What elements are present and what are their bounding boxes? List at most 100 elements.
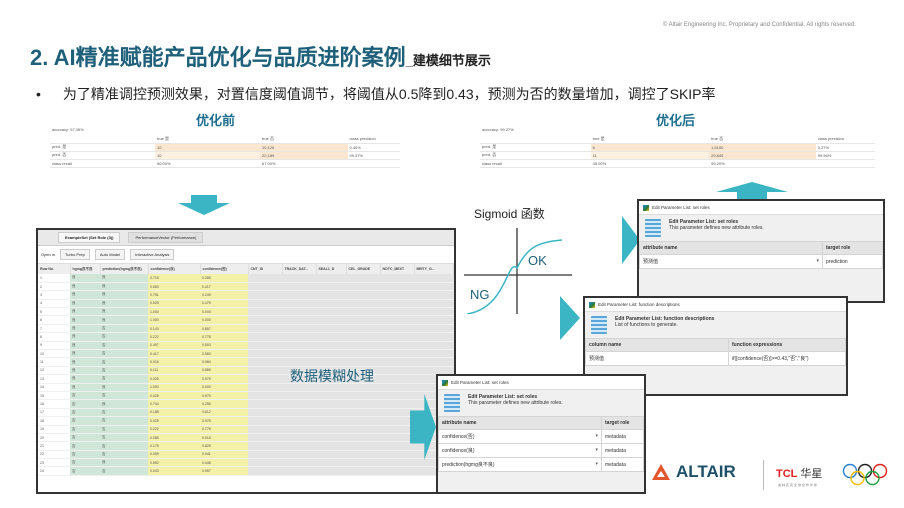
target-role-field[interactable]: metadata (601, 429, 644, 444)
attribute-name-select[interactable]: 预测值▾ (639, 254, 823, 269)
blurred-cell (346, 374, 380, 384)
attribute-name-select[interactable]: prediction(hgmg良不良)▾ (438, 457, 602, 472)
blurred-cell (346, 425, 380, 434)
blurred-cell (346, 466, 380, 476)
blurred-cell (282, 416, 316, 426)
interactive-analysis-button[interactable]: Interactive Analysis (130, 249, 175, 260)
up-arrow-icon (716, 182, 788, 200)
dialog-titlebar: Edit Parameter List: function descriptio… (585, 298, 846, 312)
blurred-cell (414, 366, 454, 376)
turbo-prep-button[interactable]: Turbo Prep (60, 249, 90, 260)
table-row: prediction(hgmg良不良)▾ metadata (438, 457, 644, 472)
tab-exampleset[interactable]: ExampleSet (Set Role (3)) (58, 232, 121, 243)
blurred-cell (282, 466, 316, 476)
blurred-cell (282, 450, 316, 460)
blurred-cell (346, 299, 380, 309)
blurred-cell (248, 324, 282, 334)
blurred-cell (346, 450, 380, 460)
blurred-cell (380, 441, 414, 451)
dropdown-arrow-icon[interactable]: ▾ (816, 258, 819, 264)
blurred-cell (316, 383, 346, 392)
table-row: pred. 否 10 22,189 99.37% (50, 151, 400, 160)
blurred-cell (414, 307, 454, 317)
blurred-cell (282, 290, 316, 300)
bullet-dot-icon: • (36, 86, 41, 102)
blurred-cell (316, 416, 346, 426)
results-tabs: ExampleSet (Set Role (3)) PerformanceVec… (38, 230, 454, 246)
blurred-cell (248, 374, 282, 384)
auto-model-button[interactable]: Auto Model (94, 249, 126, 260)
blurred-cell (248, 307, 282, 317)
table-row: pred. 是 6 1,5150 0.27% (480, 143, 875, 152)
app-icon (442, 379, 448, 386)
table-row: 预测值▾ prediction (639, 254, 883, 269)
blurred-cell (248, 332, 282, 342)
altair-logo: ALTAIR (652, 462, 736, 482)
blurred-cell (380, 450, 414, 460)
logo-divider (763, 460, 764, 490)
tab-performance[interactable]: PerformanceVector (Performance) (128, 232, 204, 243)
blurred-cell (316, 408, 346, 418)
attribute-name-select[interactable]: confidence(否)▾ (438, 429, 602, 444)
blurred-cell (282, 433, 316, 443)
blurred-cell (414, 391, 454, 401)
blurred-cell (346, 349, 380, 359)
blurred-cell (316, 399, 346, 409)
column-name-input[interactable]: 预测值 (585, 351, 729, 366)
col-header: class precision (347, 135, 400, 144)
function-expression-input[interactable]: if([confidence(否)]>=0.43,"否","良") (728, 351, 846, 366)
blurred-cell (346, 399, 380, 409)
dropdown-arrow-icon[interactable]: ▾ (595, 447, 598, 453)
dropdown-arrow-icon[interactable]: ▾ (595, 461, 598, 467)
target-role-field[interactable]: prediction (822, 254, 883, 269)
blurred-cell (282, 374, 316, 384)
dialog-titlebar: Edit Parameter List: set roles (438, 376, 644, 390)
blurred-cell (414, 290, 454, 300)
results-toolbar: Open in Turbo Prep Auto Model Interactiv… (38, 246, 454, 264)
blurred-cell (316, 315, 346, 325)
blurred-cell (282, 332, 316, 342)
target-role-field[interactable]: metadata (601, 457, 644, 472)
blurred-cell (414, 408, 454, 418)
right-arrow-icon (622, 216, 640, 264)
blurred-cell (380, 274, 414, 283)
sigmoid-diagram: OK NG (464, 228, 572, 314)
attribute-name-select[interactable]: confidence(良)▾ (438, 443, 602, 458)
blurred-cell (248, 408, 282, 418)
blurred-cell (414, 357, 454, 367)
blurred-cell (380, 341, 414, 351)
dropdown-arrow-icon[interactable]: ▾ (595, 433, 598, 439)
blurred-cell (346, 433, 380, 443)
blurred-cell (346, 391, 380, 401)
blurred-cell (316, 441, 346, 451)
blurred-cell (380, 282, 414, 292)
target-role-field[interactable]: metadata (601, 443, 644, 458)
blurred-cell (346, 357, 380, 367)
